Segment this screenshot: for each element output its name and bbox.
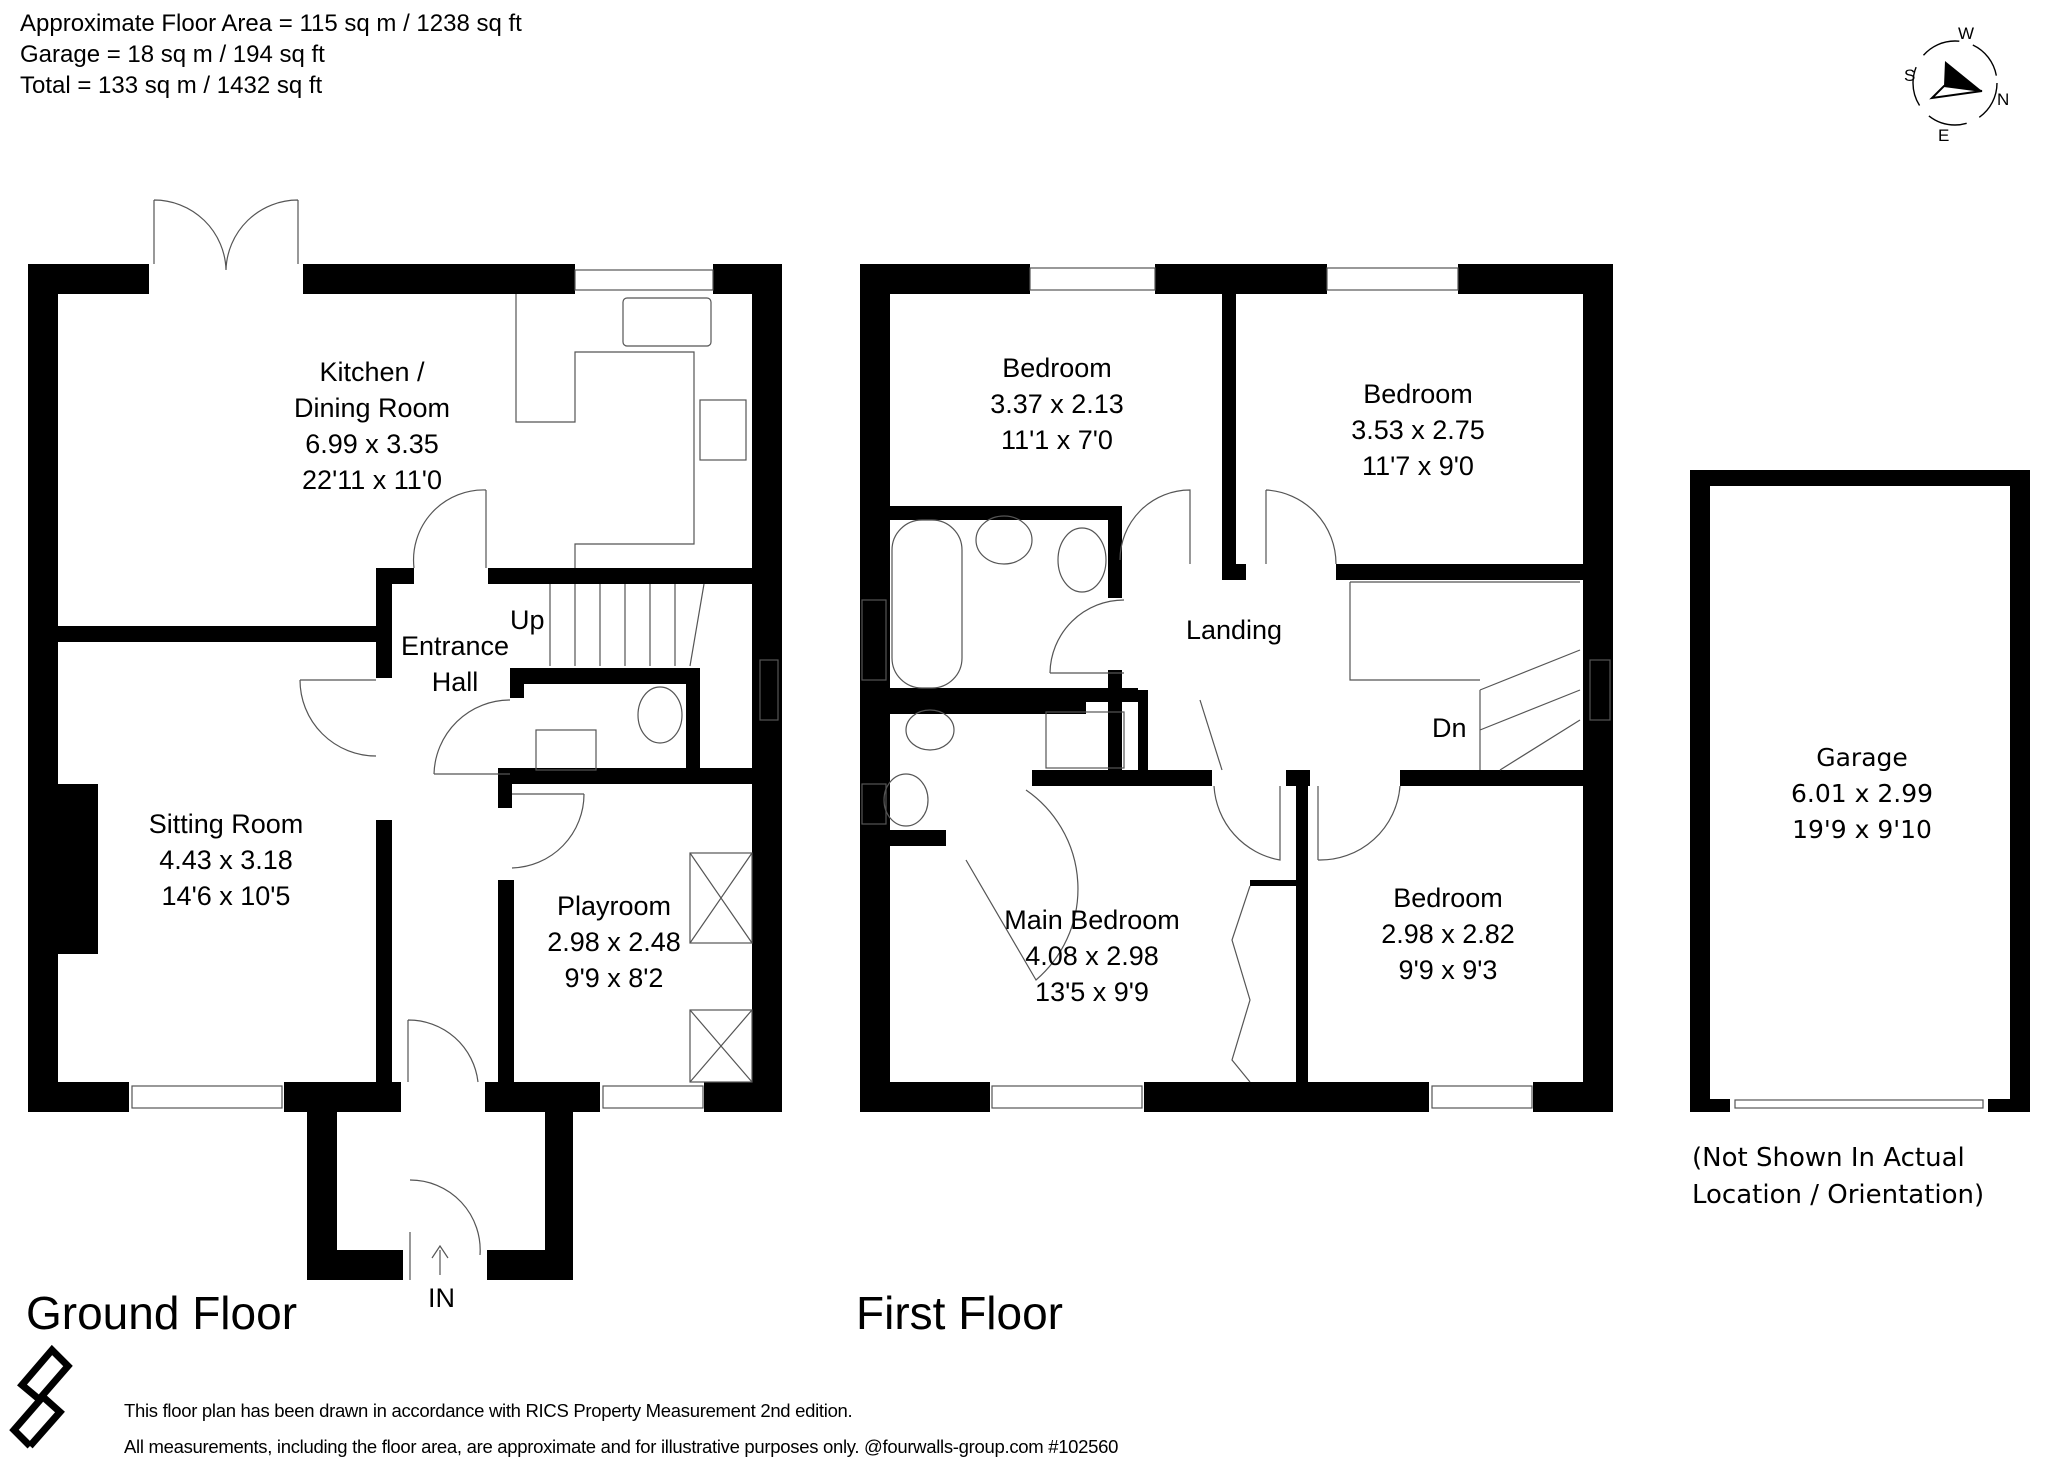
room-bedroom-2: Bedroom 3.53 x 2.75 11'7 x 9'0 [1351,376,1485,484]
garage-metric: 6.01 x 2.99 [1790,779,1934,808]
first-floor-walls [860,264,1613,1112]
first-floor-title: First Floor [856,1287,1063,1339]
compass-s: S [1904,66,1916,85]
room-garage: Garage 6.01 x 2.99 19'9 x 9'10 [1791,740,1933,848]
garage-walls [1690,470,2030,1112]
ground-floor-walls [28,264,782,1280]
sitting-imperial: 14'6 x 10'5 [161,881,291,911]
compass: W S N E [1900,24,2010,145]
room-bedroom-3: Bedroom 2.98 x 2.82 9'9 x 9'3 [1381,880,1515,988]
floor-area-summary: Approximate Floor Area = 115 sq m / 1238… [20,8,522,101]
kitchen-imperial: 22'11 x 11'0 [302,465,442,495]
main-bedroom-metric: 4.08 x 2.98 [1025,941,1159,971]
garage-door [1734,1099,1984,1109]
approx-floor-area: Approximate Floor Area = 115 sq m / 1238… [20,10,522,37]
bedroom-1-imperial: 11'1 x 7'0 [1001,425,1113,455]
room-entrance-hall: Entrance Hall [400,631,510,697]
entry-in-label: IN [428,1283,455,1313]
room-playroom: Playroom 2.98 x 2.48 9'9 x 8'2 [547,888,681,996]
bedroom-3-metric: 2.98 x 2.82 [1381,919,1515,949]
sitting-metric: 4.43 x 3.18 [159,845,293,875]
footer-rics-note: This floor plan has been drawn in accord… [124,1400,853,1421]
compass-w: W [1958,24,1975,43]
room-kitchen-dining: Kitchen / Dining Room 6.99 x 3.35 22'11 … [294,354,450,498]
compass-n: N [1997,90,2010,109]
ground-floor-fixtures [131,199,779,1280]
stairs-down-label: Dn [1432,713,1467,743]
room-landing: Landing [1185,615,1283,645]
playroom-metric: 2.98 x 2.48 [547,927,681,957]
main-bedroom-imperial: 13'5 x 9'9 [1035,977,1149,1007]
first-floor-fixtures [861,267,1611,1109]
ground-floor-title: Ground Floor [26,1287,298,1339]
fourwalls-logo-icon [9,1344,73,1449]
room-sitting-room: Sitting Room 4.43 x 3.18 14'6 x 10'5 [149,806,304,914]
garage-imperial: 19'9 x 9'10 [1792,815,1932,844]
room-bedroom-1: Bedroom 3.37 x 2.13 11'1 x 7'0 [990,350,1124,458]
compass-e: E [1938,126,1950,145]
compass-icon [1912,40,1998,126]
bedroom-2-imperial: 11'7 x 9'0 [1362,451,1474,481]
garage-location-note: (Not Shown In Actual Location / Orientat… [1692,1143,1985,1210]
playroom-imperial: 9'9 x 8'2 [564,963,664,993]
total-area: Total = 133 sq m / 1432 sq ft [20,72,323,99]
kitchen-metric: 6.99 x 3.35 [305,429,439,459]
room-main-bedroom: Main Bedroom 4.08 x 2.98 13'5 x 9'9 [1004,902,1180,1010]
footer-disclaimer: All measurements, including the floor ar… [124,1436,1119,1457]
bedroom-3-imperial: 9'9 x 9'3 [1398,955,1498,985]
bedroom-1-metric: 3.37 x 2.13 [990,389,1124,419]
garage-area: Garage = 18 sq m / 194 sq ft [20,41,325,68]
stairs-up-label: Up [510,605,545,635]
bedroom-2-metric: 3.53 x 2.75 [1351,415,1485,445]
